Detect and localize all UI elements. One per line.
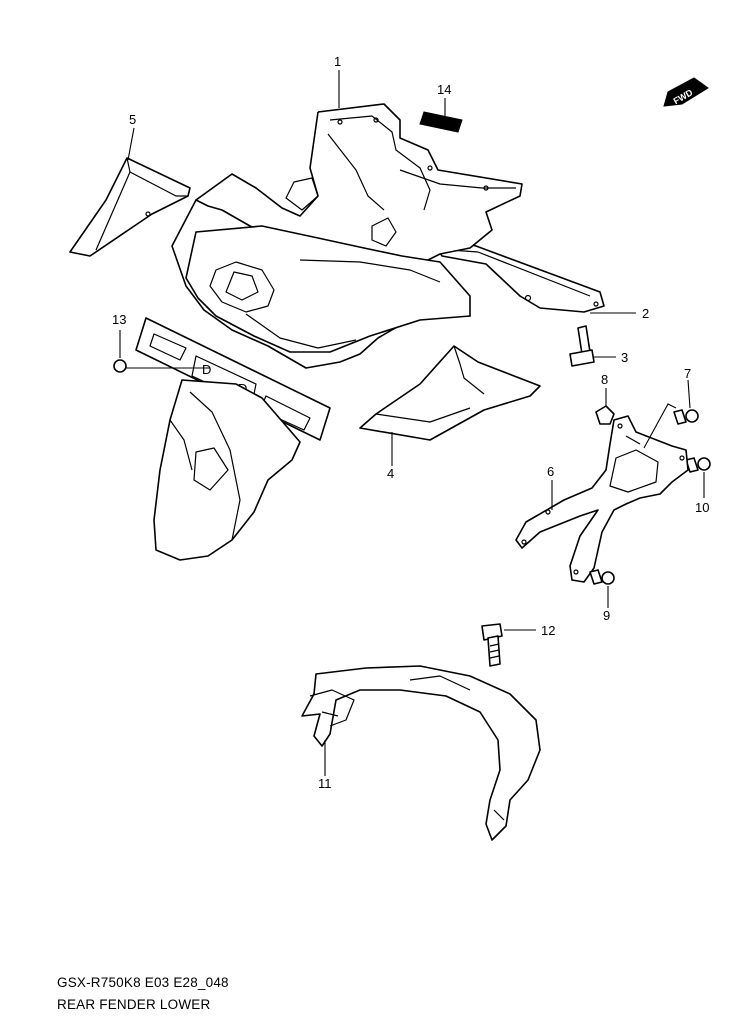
callout-7: 7 — [684, 366, 691, 381]
callout-4: 4 — [387, 466, 394, 481]
callout-8: 8 — [601, 372, 608, 387]
callout-5: 5 — [129, 112, 136, 127]
part-12-bolt — [481, 623, 503, 667]
part-6-mount-plate — [515, 403, 689, 583]
callout-14: 14 — [437, 82, 451, 97]
mud-guard — [153, 379, 301, 561]
diagram-code: GSX-R750K8 E03 E28_048 — [57, 975, 229, 990]
callout-9: 9 — [603, 608, 610, 623]
part-14-sticker — [419, 111, 463, 133]
part-7-bolt — [673, 409, 699, 425]
fwd-arrow-icon: FWD — [663, 77, 709, 107]
callout-3: 3 — [621, 350, 628, 365]
svg-text:D: D — [202, 362, 211, 377]
part-8-nut — [595, 405, 615, 425]
callout-10: 10 — [695, 500, 709, 515]
callout-labels: 1 14 5 2 13 3 8 7 4 6 10 9 12 11 — [112, 54, 709, 791]
leader-lines — [119, 70, 705, 776]
callout-2: 2 — [642, 306, 649, 321]
part-4-side-panel — [359, 345, 541, 441]
part-3-bolt — [569, 325, 595, 367]
part-5-side-cover — [69, 157, 191, 257]
part-13-washer — [113, 359, 127, 373]
callout-6: 6 — [547, 464, 554, 479]
callout-13: 13 — [112, 312, 126, 327]
part-1-rear-fender — [171, 103, 523, 369]
part-10-bolt — [685, 457, 711, 473]
part-11-lower-cover — [301, 665, 541, 841]
callout-11: 11 — [318, 776, 332, 791]
diagram-title: REAR FENDER LOWER — [57, 997, 211, 1012]
callout-1: 1 — [334, 54, 341, 69]
part-9-bolt — [589, 569, 615, 585]
callout-12: 12 — [541, 623, 555, 638]
